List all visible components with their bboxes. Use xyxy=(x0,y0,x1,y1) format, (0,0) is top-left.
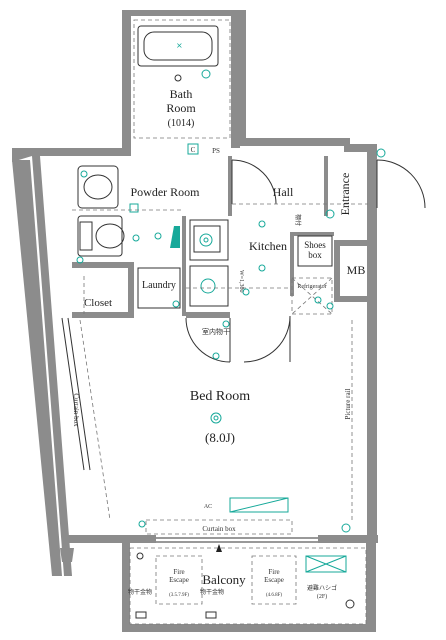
curtain-box-left: Curtain box xyxy=(72,393,80,427)
closet-label: Closet xyxy=(84,297,112,309)
fire-escape-left-size: (3.5.7.9F) xyxy=(169,593,189,598)
bed-room: Curtain box Curtain box Picture rail Bed… xyxy=(61,317,353,552)
balcony-label: Balcony xyxy=(202,572,246,587)
picture-rail: Picture rail xyxy=(344,388,352,419)
dimension-label: W=1,300 xyxy=(238,270,244,293)
mb-label: MB xyxy=(347,263,366,277)
powder-room: Powder Room xyxy=(72,165,201,264)
fire-escape-right-size: (4.6.8F) xyxy=(266,593,282,598)
hall: Hall Entrance 棚付 xyxy=(231,148,426,228)
kitchen-label: Kitchen xyxy=(249,239,287,253)
hood-note: 室内物干 xyxy=(202,327,230,336)
hall-label: Hall xyxy=(273,185,294,199)
entrance-label: Entrance xyxy=(338,173,352,216)
kitchen-shelf-note: 棚付 xyxy=(294,214,302,226)
refrigerator-label: Refrigerator xyxy=(297,283,326,290)
bed-size-label: (8.0J) xyxy=(205,430,235,445)
hanger-left: 物干金物 xyxy=(128,588,152,596)
bath-size-label: (1014) xyxy=(168,118,195,129)
c-mark: C xyxy=(191,146,196,154)
kitchen: Kitchen W=1,300 xyxy=(170,219,290,307)
hanger-right: 物干金物 xyxy=(200,588,224,596)
laundry-label: Laundry xyxy=(142,280,176,291)
svg-text:×: × xyxy=(176,41,183,50)
curtain-box-bottom: Curtain box xyxy=(202,525,236,533)
ps-label: PS xyxy=(212,147,220,155)
laundry-closet: Laundry Closet 室内物干 xyxy=(83,267,291,363)
powder-room-label: Powder Room xyxy=(131,185,201,199)
drying-hanger-label: 避難ハシゴ(2F) xyxy=(307,584,337,600)
ac-label: AC xyxy=(204,504,212,510)
walls xyxy=(12,10,378,632)
bed-room-label: Bed Room xyxy=(190,389,250,404)
